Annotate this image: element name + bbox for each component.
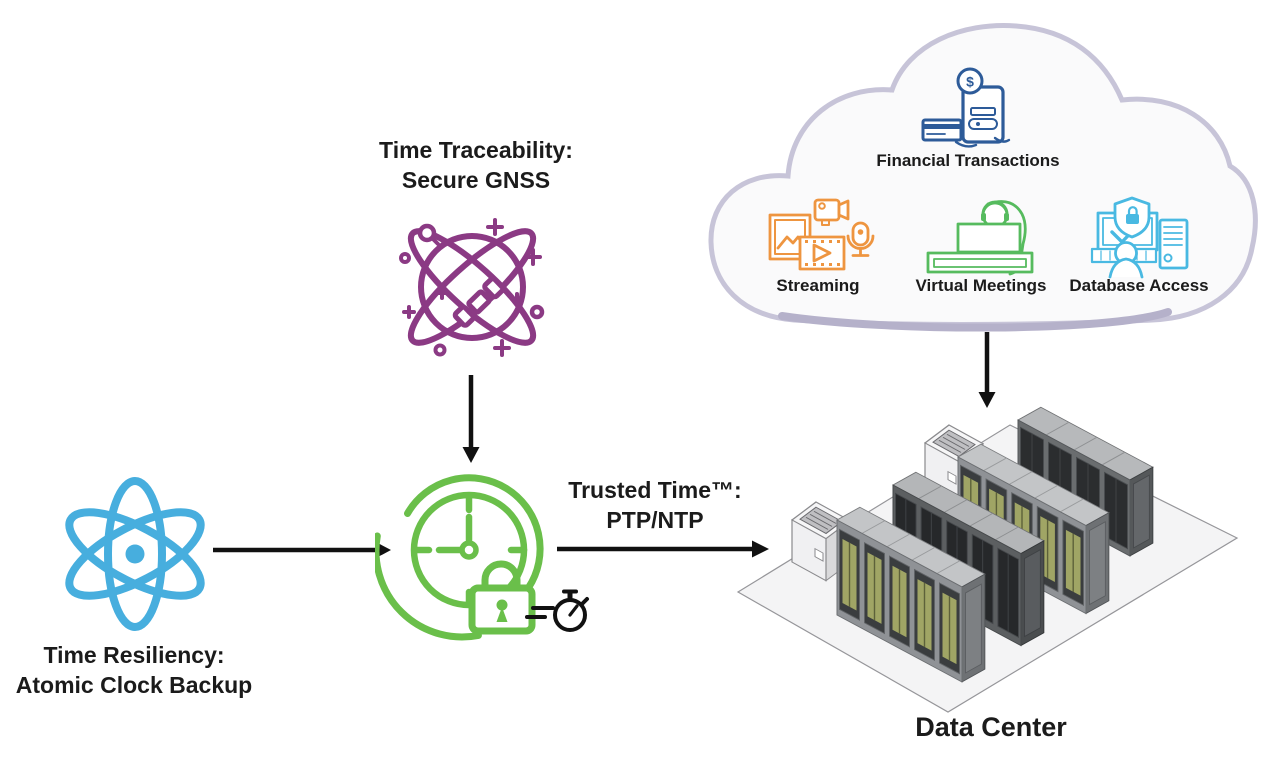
arrow-cloud-to-datacenter: [978, 332, 996, 408]
trusted-time-line1: Trusted Time™:: [568, 477, 742, 503]
server-rack-row: [836, 506, 986, 683]
data-center-illustration: [736, 406, 1239, 713]
traceability-label: Time Traceability: Secure GNSS: [379, 135, 573, 196]
atom-icon: [65, 477, 205, 631]
resiliency-line2: Atomic Clock Backup: [15, 672, 253, 699]
virtual-meetings-label: Virtual Meetings: [915, 276, 1047, 295]
streaming-icon: [768, 198, 875, 271]
database-access-label: Database Access: [1069, 276, 1209, 295]
dollar-sign-glyph: $: [966, 74, 974, 90]
arrow-atom-to-clock: [213, 541, 391, 559]
traceability-line2: Secure GNSS: [401, 167, 551, 194]
trusted-time-label: Trusted Time™: PTP/NTP: [568, 475, 741, 536]
lock-icon: [468, 560, 536, 635]
resiliency-label: Time Resiliency: Atomic Clock Backup: [16, 640, 252, 701]
financial-transactions-label: Financial Transactions: [876, 151, 1060, 170]
cloud-bottom-shadow: [778, 308, 1172, 332]
gnss-satellite-icon: [399, 218, 545, 357]
cloud-shape: $: [708, 23, 1258, 332]
trusted-time-line2: PTP/NTP: [606, 507, 704, 534]
traceability-line1: Time Traceability:: [379, 137, 573, 163]
streaming-label: Streaming: [776, 276, 860, 295]
financial-transactions-icon: $: [921, 67, 1011, 148]
arrow-clock-to-datacenter: [557, 540, 769, 558]
data-center-label: Data Center: [915, 712, 1067, 742]
cooling-unit: [790, 501, 852, 582]
database-access-icon: [1090, 196, 1189, 279]
arrow-gnss-to-clock: [462, 375, 480, 463]
virtual-meetings-icon: [926, 200, 1034, 276]
secure-clock-icon: [375, 474, 589, 641]
sparkle-plus-marks: [402, 218, 542, 357]
resiliency-line1: Time Resiliency:: [43, 642, 225, 668]
stopwatch-icon: [525, 589, 589, 632]
